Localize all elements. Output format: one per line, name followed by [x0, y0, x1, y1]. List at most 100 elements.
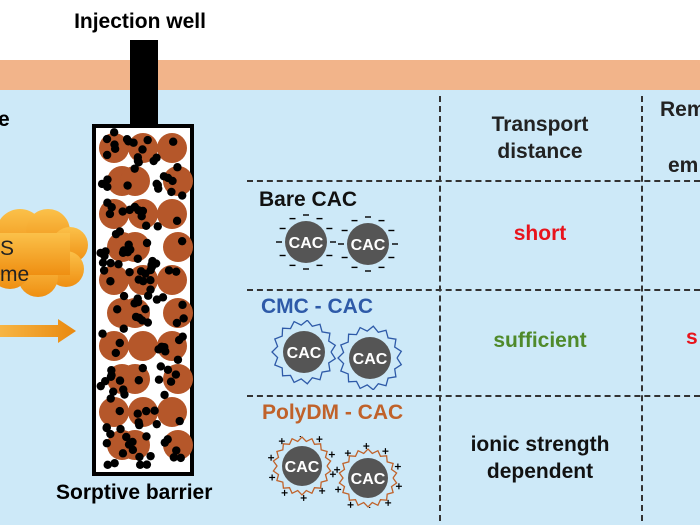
left-edge-label: e — [0, 108, 10, 131]
table-divider-horizontal-1 — [247, 180, 700, 182]
transport-dependent-line2: dependent — [486, 460, 594, 483]
black-particle — [169, 453, 179, 462]
black-particle — [141, 221, 151, 230]
black-particle — [142, 238, 152, 248]
plume-label: S me — [0, 236, 29, 288]
injection-well-label: Injection well — [74, 10, 206, 33]
black-particle — [105, 209, 115, 219]
black-particle — [158, 293, 168, 302]
table-divider-horizontal-3 — [247, 395, 700, 397]
black-particle — [109, 387, 118, 396]
black-particle — [176, 453, 185, 463]
arrow-right-icon — [0, 319, 76, 343]
black-particle — [156, 362, 166, 371]
black-particle — [177, 236, 187, 246]
black-particle — [133, 409, 142, 418]
black-particle — [172, 318, 182, 328]
black-particle — [141, 406, 151, 416]
black-particle — [100, 251, 109, 261]
black-particle — [157, 342, 166, 351]
black-particle — [148, 256, 157, 266]
cmc-coating — [271, 320, 337, 385]
black-particle — [123, 181, 132, 190]
black-particle — [102, 423, 111, 433]
black-particle — [101, 376, 110, 386]
black-particle — [146, 285, 155, 294]
black-particle — [168, 137, 178, 146]
black-particle — [109, 128, 119, 137]
black-particle — [154, 184, 163, 193]
black-particle — [143, 135, 152, 145]
cmc-coating — [337, 325, 403, 390]
barrier-particle — [157, 133, 187, 163]
cac-particle-label: CAC — [353, 351, 388, 368]
black-particle — [134, 376, 144, 385]
black-particle — [146, 276, 155, 285]
plume-label-line1: S — [0, 237, 15, 260]
black-particle — [106, 277, 115, 286]
black-particle — [137, 212, 146, 221]
header-right-line2: em — [668, 154, 699, 177]
cac-particle-label: CAC — [287, 345, 322, 362]
black-particle — [141, 269, 150, 278]
black-particle — [152, 419, 161, 429]
transport-short: short — [513, 222, 567, 245]
black-particle — [172, 216, 182, 226]
black-particle — [118, 449, 128, 458]
black-particle — [130, 164, 139, 173]
black-particle — [133, 156, 143, 166]
plume-label-line2: me — [0, 263, 30, 286]
cac-particle — [283, 331, 325, 373]
cmc-cac-particles: CAC CAC — [271, 320, 403, 390]
black-particle — [106, 429, 115, 439]
black-particle — [171, 267, 181, 276]
black-particle — [98, 329, 107, 338]
header-right-line1: Rem — [660, 98, 700, 121]
black-particle — [124, 240, 133, 249]
black-particle — [102, 150, 112, 160]
black-particle — [98, 258, 108, 267]
sorptive-barrier-label: Sorptive barrier — [56, 481, 213, 504]
black-particle — [172, 446, 181, 455]
sorptive-barrier — [92, 124, 194, 476]
table-divider-horizontal-2 — [247, 289, 700, 291]
black-particle — [179, 314, 188, 323]
transport-dependent-line1: ionic strength — [470, 433, 610, 456]
black-particle — [166, 377, 176, 386]
barrier-particle — [128, 331, 158, 361]
transport-ionic-strength-dependent: ionic strength dependent — [450, 431, 630, 485]
cac-particle-label: CAC — [351, 237, 386, 254]
black-particle — [143, 318, 153, 327]
black-particle — [113, 305, 122, 314]
black-particle — [119, 385, 128, 394]
row-title-polydm-cac: PolyDM - CAC — [262, 401, 404, 424]
black-particle — [102, 134, 112, 144]
black-particle — [118, 207, 127, 216]
black-particle — [134, 418, 143, 427]
polydm-coating — [272, 436, 332, 496]
row2-right-value: s — [686, 326, 698, 349]
black-particle — [173, 355, 183, 364]
cac-particle — [349, 337, 391, 379]
black-particle — [103, 198, 112, 207]
black-particle — [142, 432, 151, 441]
black-particle — [102, 439, 112, 448]
black-particle — [115, 406, 124, 416]
cloud-icon — [0, 209, 88, 297]
black-particle — [110, 140, 119, 149]
black-particle — [106, 394, 115, 403]
black-particle — [150, 406, 159, 415]
black-particle — [125, 205, 134, 215]
black-particle — [125, 267, 134, 277]
black-particle — [115, 376, 125, 385]
black-particle — [111, 348, 121, 358]
black-particle — [103, 175, 112, 184]
table-divider-vertical-1 — [439, 96, 441, 521]
black-particle — [133, 254, 143, 263]
black-particle — [153, 222, 162, 231]
black-particle — [103, 460, 112, 470]
